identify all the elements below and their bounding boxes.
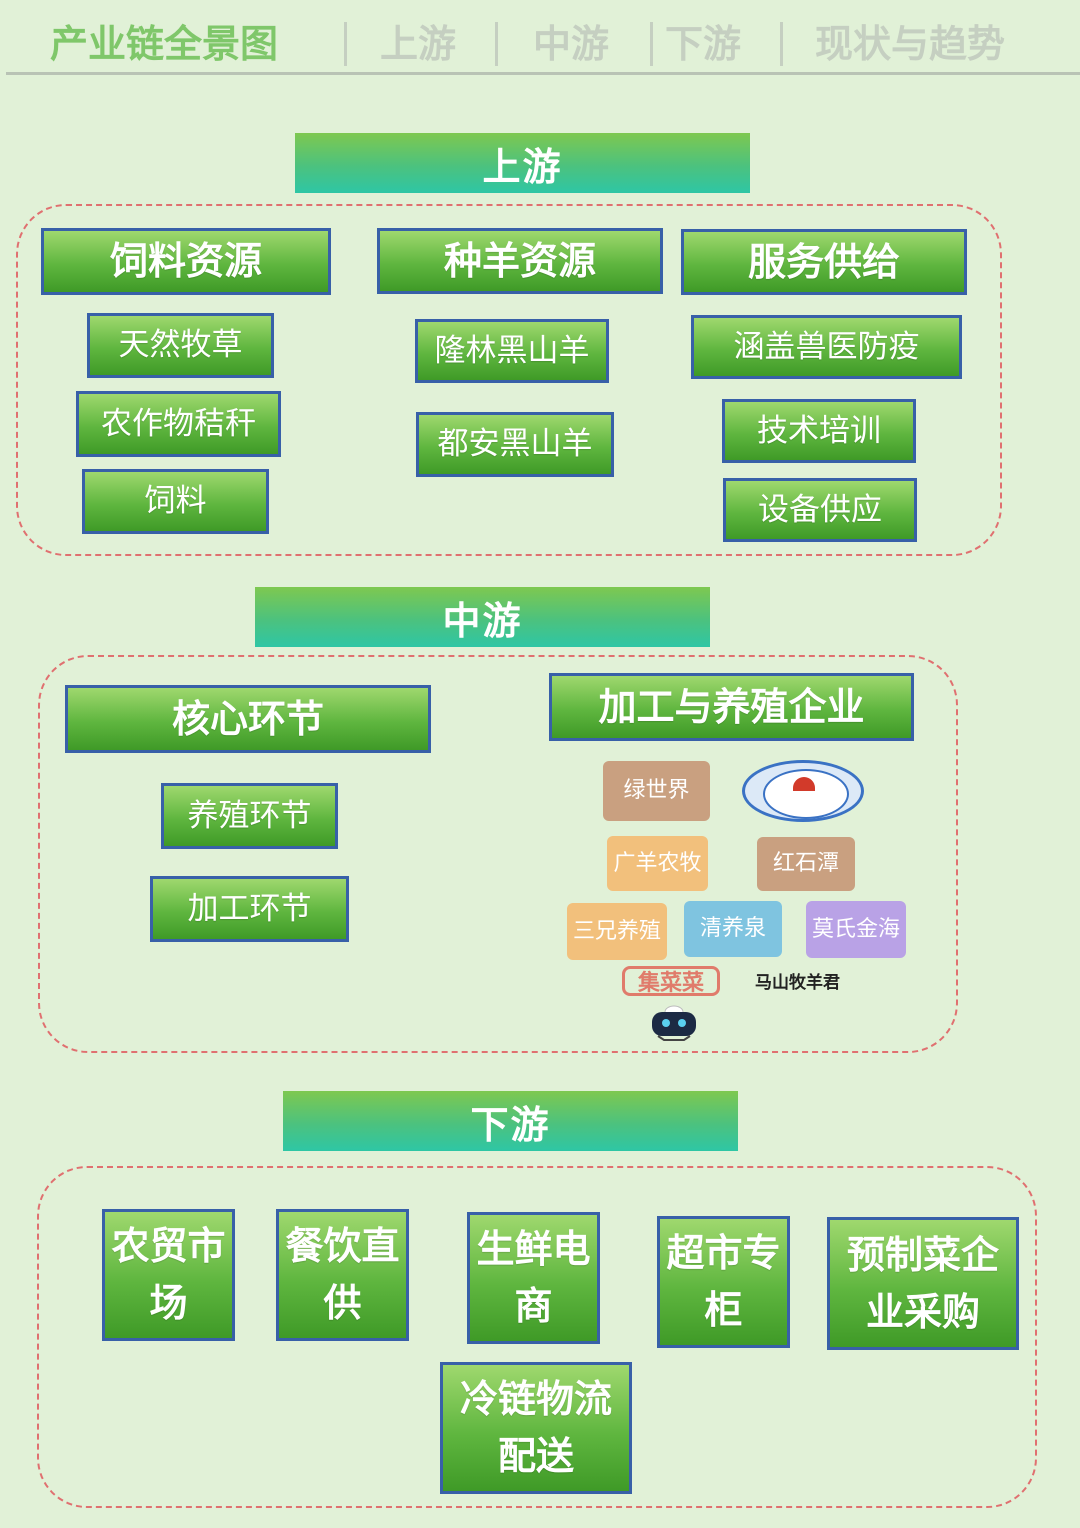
crop-straw-box: 农作物秸秆 bbox=[76, 391, 281, 457]
cold-chain-logistics-box: 冷链物流配送 bbox=[440, 1362, 632, 1494]
hongshitan-logo: 红石潭 bbox=[757, 837, 855, 891]
processing-link-box: 加工环节 bbox=[150, 876, 349, 942]
robot-mascot-icon bbox=[652, 1005, 696, 1041]
upstream-banner: 上游 bbox=[295, 133, 750, 193]
service-supply-header: 服务供给 bbox=[681, 229, 967, 295]
qingyangquan-logo: 清养泉 bbox=[684, 901, 782, 957]
cooperative-seal-logo bbox=[742, 760, 864, 822]
feed-box: 饲料 bbox=[82, 469, 269, 534]
fresh-ecommerce-box: 生鲜电商 bbox=[467, 1212, 600, 1344]
midstream-banner: 中游 bbox=[255, 587, 710, 647]
mashan-muyangjun-logo: 马山牧羊君 bbox=[755, 973, 840, 993]
farmers-market-box: 农贸市场 bbox=[102, 1209, 235, 1341]
downstream-banner: 下游 bbox=[283, 1091, 738, 1151]
catering-direct-box: 餐饮直供 bbox=[276, 1209, 409, 1341]
nav-divider bbox=[495, 22, 498, 66]
equipment-supply-box: 设备供应 bbox=[723, 478, 917, 542]
top-navigation: 产业链全景图 上游 中游 下游 现状与趋势 bbox=[0, 0, 1080, 76]
upstream-region bbox=[16, 204, 1002, 556]
core-links-header: 核心环节 bbox=[65, 685, 431, 753]
veterinary-epidemic-box: 涵盖兽医防疫 bbox=[691, 315, 962, 379]
nav-tab-downstream[interactable]: 下游 bbox=[665, 22, 742, 66]
breeding-link-box: 养殖环节 bbox=[161, 783, 338, 849]
nav-tab-upstream[interactable]: 上游 bbox=[380, 22, 457, 66]
nav-divider bbox=[650, 22, 653, 66]
enterprises-header: 加工与养殖企业 bbox=[549, 673, 914, 741]
moshi-jinhai-logo: 莫氏金海 bbox=[806, 901, 906, 958]
nav-divider bbox=[344, 22, 347, 66]
jicaicai-logo: 集菜菜 bbox=[622, 966, 720, 996]
downstream-region bbox=[37, 1166, 1037, 1508]
duan-black-goat-box: 都安黑山羊 bbox=[416, 412, 614, 477]
nav-divider bbox=[780, 22, 783, 66]
technical-training-box: 技术培训 bbox=[722, 399, 916, 463]
midstream-region bbox=[38, 655, 958, 1053]
lvshijie-logo: 绿世界 bbox=[603, 761, 710, 821]
nav-tab-trends[interactable]: 现状与趋势 bbox=[815, 22, 1006, 66]
nav-tab-midstream[interactable]: 中游 bbox=[533, 22, 610, 66]
breeding-sheep-header: 种羊资源 bbox=[377, 228, 663, 294]
guangyang-logo: 广羊农牧 bbox=[607, 836, 708, 891]
nav-underline bbox=[6, 72, 1080, 75]
prepared-food-procurement-box: 预制菜企业采购 bbox=[827, 1217, 1019, 1350]
sanxiong-logo: 三兄养殖 bbox=[567, 903, 667, 960]
feed-resources-header: 饲料资源 bbox=[41, 228, 331, 295]
supermarket-counter-box: 超市专柜 bbox=[657, 1216, 790, 1348]
natural-pasture-box: 天然牧草 bbox=[87, 313, 274, 378]
longlin-black-goat-box: 隆林黑山羊 bbox=[415, 319, 609, 383]
nav-tab-overview[interactable]: 产业链全景图 bbox=[50, 22, 279, 66]
